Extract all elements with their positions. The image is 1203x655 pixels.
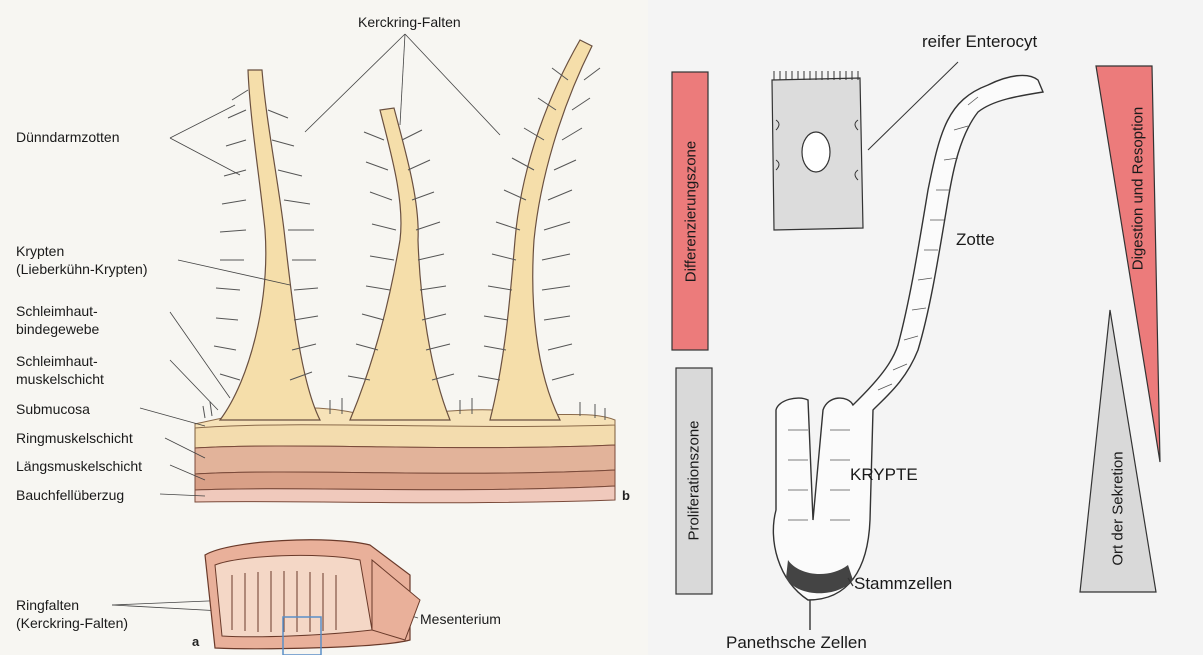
laengsmuskelschicht-label: Längsmuskelschicht [16, 457, 142, 475]
leader-lines [112, 34, 500, 618]
ring-muscle-layer [195, 445, 615, 474]
differenzierungszone-label: Differenzierungszone [683, 72, 700, 352]
schleimhaut-bindegewebe-label-2: bindegewebe [16, 320, 99, 338]
kerckring-falten-label: Kerckring-Falten [358, 13, 461, 31]
krypten-label: Krypten [16, 242, 64, 260]
bauchfellueberzug-label: Bauchfellüberzug [16, 486, 124, 504]
schleimhaut-bindegewebe-label-1: Schleimhaut- [16, 302, 98, 320]
duenndarmzotten-label: Dünndarmzotten [16, 128, 120, 146]
figure-tag-a: a [192, 634, 199, 649]
zotte-label: Zotte [956, 230, 995, 250]
ringfalten-label: Ringfalten [16, 596, 79, 614]
mesenterium-label: Mesenterium [420, 610, 501, 628]
villus-fold-1 [220, 70, 320, 420]
ort-der-sekretion-label: Ort der Sekretion [1110, 434, 1127, 584]
proliferationszone-label: Proliferationszone [686, 367, 703, 595]
reifer-enterocyt-label: reifer Enterocyt [922, 32, 1037, 52]
submucosa-label: Submucosa [16, 400, 90, 418]
krypte-label: KRYPTE [850, 465, 918, 485]
longitudinal-muscle-layer [195, 470, 615, 490]
panethsche-zellen-label: Panethsche Zellen [726, 633, 867, 653]
schleimhaut-muskelschicht-label-1: Schleimhaut- [16, 352, 98, 370]
figure-tag-b: b [622, 488, 630, 503]
digestion-resoption-label: Digestion und Resoption [1130, 59, 1147, 319]
villus-fold-2 [350, 108, 450, 420]
stammzellen-label: Stammzellen [854, 574, 952, 594]
ringfalten-kerckring-label: (Kerckring-Falten) [16, 614, 128, 632]
gut-tube-illustration [205, 540, 420, 655]
crypt-villus-figure: Differenzierungszone Proliferationszone … [648, 0, 1203, 655]
intestinal-wall-figure: Kerckring-Falten Dünndarmzotten Krypten … [0, 0, 648, 655]
schleimhaut-muskelschicht-label-2: muskelschicht [16, 370, 104, 388]
villus-fold-3 [490, 40, 592, 420]
lieberkuehn-krypten-label: (Lieberkühn-Krypten) [16, 260, 148, 278]
ringmuskelschicht-label: Ringmuskelschicht [16, 429, 133, 447]
